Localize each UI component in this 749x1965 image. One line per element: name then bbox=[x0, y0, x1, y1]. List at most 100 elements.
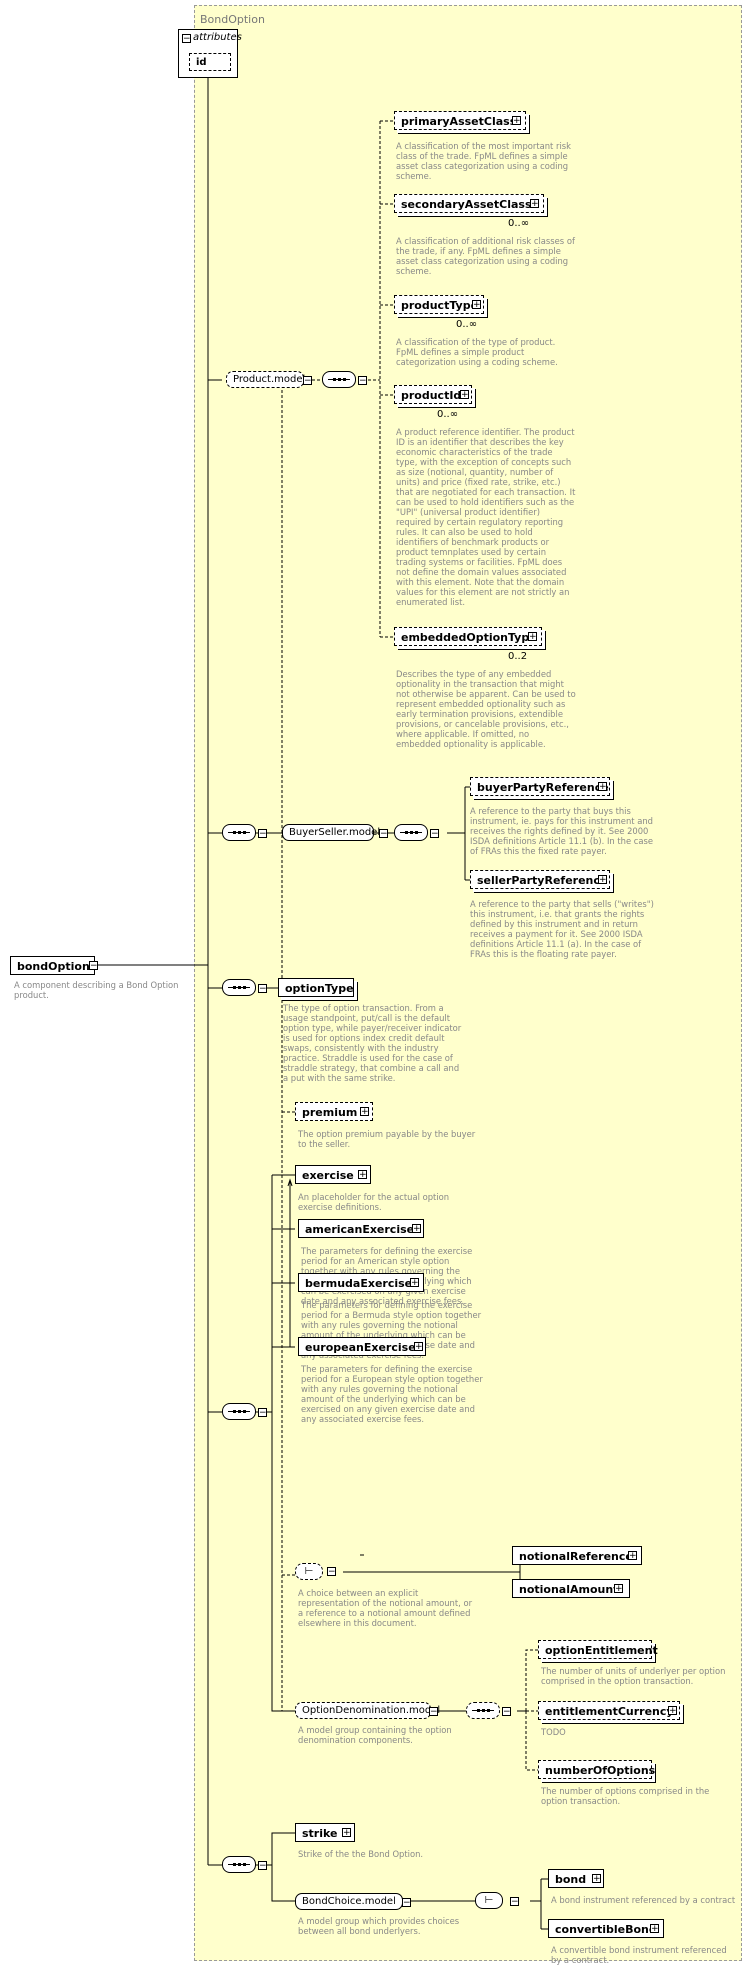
expand-icon[interactable]: + bbox=[614, 1584, 623, 1594]
choice-icon: ⊢ bbox=[295, 1563, 323, 1580]
collapse-icon[interactable]: − bbox=[502, 1707, 511, 1717]
optionentitlement-element[interactable]: optionEntitlement bbox=[538, 1640, 658, 1659]
element-label: strike bbox=[302, 1827, 338, 1840]
optiondenomination-model-group[interactable]: OptionDenomination.model bbox=[295, 1702, 440, 1719]
entitlementcurrency-element[interactable]: entitlementCurrency bbox=[538, 1701, 680, 1720]
expand-icon[interactable]: + bbox=[360, 1107, 369, 1117]
collapse-icon[interactable]: − bbox=[258, 1861, 267, 1871]
cardinality-label: 0..∞ bbox=[437, 409, 459, 420]
numberofoptions-element[interactable]: numberOfOptions bbox=[538, 1760, 656, 1779]
numberofoptions-doc: The number of options comprised in the o… bbox=[541, 1786, 710, 1806]
frame-title: BondOption bbox=[200, 13, 265, 26]
sellerpartyreference-element[interactable]: sellerPartyReference bbox=[470, 870, 610, 889]
collapse-icon[interactable]: − bbox=[258, 829, 267, 839]
sequence-icon bbox=[222, 979, 256, 996]
embeddedoptiontype-element[interactable]: embeddedOptionType bbox=[394, 627, 542, 646]
exercise-doc: An placeholder for the actual option exe… bbox=[298, 1192, 450, 1212]
group-label: BuyerSeller.model bbox=[289, 827, 381, 838]
element-label: americanExercise bbox=[305, 1223, 415, 1236]
collapse-icon[interactable]: − bbox=[182, 34, 191, 44]
expand-icon[interactable]: + bbox=[410, 1278, 419, 1288]
notionalreference-element[interactable]: notionalReference bbox=[512, 1546, 642, 1565]
element-label: productId bbox=[401, 389, 462, 402]
buyerseller-model-group[interactable]: BuyerSeller.model bbox=[282, 824, 380, 841]
expand-icon[interactable]: + bbox=[598, 875, 607, 885]
expand-icon[interactable]: + bbox=[668, 1706, 677, 1716]
bermudaexercise-element[interactable]: bermudaExercise bbox=[298, 1273, 424, 1292]
secondaryassetclass-element[interactable]: secondaryAssetClass bbox=[394, 194, 544, 213]
buyerpartyreference-element[interactable]: buyerPartyReference bbox=[470, 777, 610, 796]
collapse-icon[interactable]: − bbox=[303, 376, 312, 386]
expand-icon[interactable]: + bbox=[512, 116, 521, 126]
expand-icon[interactable]: + bbox=[530, 199, 539, 209]
collapse-icon[interactable]: − bbox=[379, 829, 388, 839]
element-label: bond bbox=[555, 1873, 587, 1886]
element-label: notionalReference bbox=[519, 1550, 633, 1563]
collapse-icon[interactable]: − bbox=[510, 1897, 519, 1907]
cardinality-label: 0..∞ bbox=[508, 218, 530, 229]
element-label: premium bbox=[302, 1106, 358, 1119]
exercise-element[interactable]: exercise bbox=[295, 1165, 371, 1184]
europeanexercise-element[interactable]: europeanExercise bbox=[298, 1337, 426, 1356]
optionentitlement-doc: The number of units of underlyer per opt… bbox=[541, 1666, 726, 1686]
notional-choice-doc: A choice between an explicit representat… bbox=[298, 1588, 473, 1628]
buyerpartyreference-doc: A reference to the party that buys this … bbox=[470, 806, 654, 856]
expand-icon[interactable]: + bbox=[528, 632, 537, 642]
bondchoice-model-group[interactable]: BondChoice.model bbox=[295, 1893, 403, 1910]
element-label: bondOption bbox=[17, 960, 90, 973]
optiontype-element[interactable]: optionType bbox=[278, 978, 354, 997]
expand-icon[interactable]: + bbox=[472, 300, 481, 310]
group-label: OptionDenomination.model bbox=[302, 1705, 441, 1716]
notionalamount-element[interactable]: notionalAmount bbox=[512, 1579, 630, 1598]
bond-doc: A bond instrument referenced by a contra… bbox=[551, 1895, 736, 1905]
collapse-icon[interactable]: − bbox=[258, 984, 267, 994]
producttype-doc: A classification of the type of product.… bbox=[396, 337, 558, 367]
primaryassetclass-element[interactable]: primaryAssetClass bbox=[394, 111, 526, 130]
choice-icon: ⊢ bbox=[475, 1892, 503, 1909]
sequence-icon bbox=[222, 1403, 256, 1420]
expand-icon[interactable]: + bbox=[598, 782, 607, 792]
collapse-icon[interactable]: − bbox=[429, 1707, 438, 1717]
expand-icon[interactable]: + bbox=[592, 1874, 601, 1884]
collapse-icon[interactable]: − bbox=[402, 1898, 411, 1908]
cardinality-label: 0..∞ bbox=[456, 319, 478, 330]
strike-doc: Strike of the the Bond Option. bbox=[298, 1849, 424, 1859]
collapse-icon[interactable]: − bbox=[327, 1567, 336, 1577]
bondoption-doc: A component describing a Bond Option pro… bbox=[14, 980, 179, 1000]
attributes-box: − attributes id bbox=[178, 29, 242, 78]
product-model-group[interactable]: Product.model bbox=[226, 371, 306, 388]
productid-element[interactable]: productId bbox=[394, 385, 472, 404]
optiontype-doc: The type of option transaction. From a u… bbox=[283, 1003, 462, 1083]
element-label: secondaryAssetClass bbox=[401, 198, 532, 211]
expand-icon[interactable]: + bbox=[414, 1342, 423, 1352]
collapse-icon[interactable]: − bbox=[430, 829, 439, 839]
expand-icon[interactable]: + bbox=[460, 390, 469, 400]
group-label: BondChoice.model bbox=[302, 1896, 396, 1907]
bondoption-root-element[interactable]: bondOption bbox=[10, 956, 95, 975]
element-label: sellerPartyReference bbox=[477, 874, 608, 887]
expand-icon[interactable]: + bbox=[412, 1224, 421, 1234]
expand-icon[interactable]: + bbox=[650, 1924, 659, 1934]
collapse-icon[interactable]: − bbox=[358, 376, 367, 386]
convertiblebond-element[interactable]: convertibleBond bbox=[548, 1919, 664, 1938]
producttype-element[interactable]: productType bbox=[394, 295, 484, 314]
element-label: numberOfOptions bbox=[545, 1764, 656, 1777]
optiondenomination-doc: A model group containing the option deno… bbox=[298, 1725, 452, 1745]
strike-element[interactable]: strike bbox=[295, 1823, 355, 1842]
americanexercise-element[interactable]: americanExercise bbox=[298, 1219, 424, 1238]
element-label: embeddedOptionType bbox=[401, 631, 537, 644]
premium-element[interactable]: premium bbox=[295, 1102, 373, 1121]
expand-icon[interactable]: + bbox=[342, 1828, 351, 1838]
cardinality-label: 0..2 bbox=[508, 651, 528, 662]
europeanexercise-doc: The parameters for defining the exercise… bbox=[301, 1364, 483, 1424]
bond-element[interactable]: bond bbox=[548, 1869, 604, 1888]
expand-icon[interactable]: + bbox=[358, 1170, 367, 1180]
group-label: Product.model bbox=[233, 374, 306, 385]
element-label: europeanExercise bbox=[305, 1341, 416, 1354]
expand-icon[interactable]: + bbox=[628, 1551, 637, 1561]
attribute-id[interactable]: id bbox=[189, 53, 231, 71]
collapse-icon[interactable]: − bbox=[89, 961, 98, 971]
collapse-icon[interactable]: − bbox=[258, 1408, 267, 1418]
embeddedoptiontype-doc: Describes the type of any embedded optio… bbox=[396, 669, 576, 749]
entitlementcurrency-doc: TODO bbox=[541, 1727, 566, 1737]
